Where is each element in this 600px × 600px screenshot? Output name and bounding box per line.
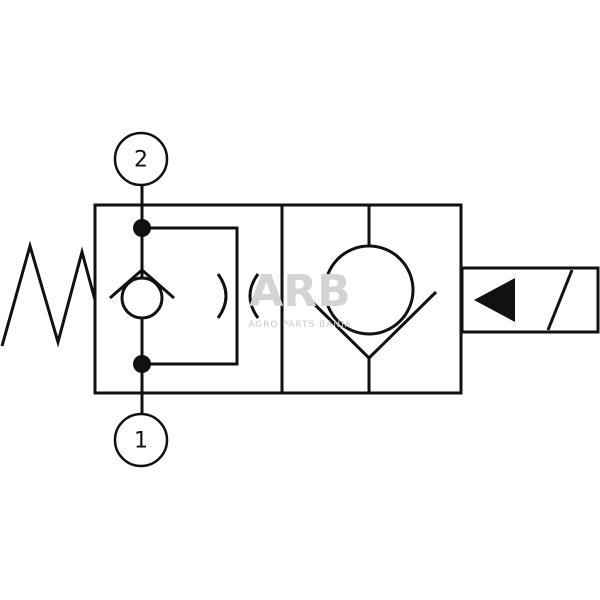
right-check-valve-ball: [323, 244, 415, 336]
junction-dot-upper: [133, 219, 151, 237]
spring-actuator: [0, 240, 97, 348]
bypass-path: [142, 226, 239, 366]
solenoid-direction-triangle: [474, 278, 515, 322]
check-valve-ball: [120, 276, 164, 320]
restrictor-arc-right: [248, 273, 260, 319]
watermark-tagline: AGRO PARTS BANJA: [248, 320, 352, 330]
restrictor-arc-left: [216, 273, 228, 319]
solenoid-slash: [546, 269, 574, 331]
port-2-bubble: [113, 131, 169, 187]
solenoid-actuator: [460, 266, 600, 334]
port-1-label: 1: [134, 429, 148, 454]
watermark-brand: ARB: [249, 266, 350, 317]
junction-dot-lower: [133, 355, 151, 373]
check-valve-seat: [109, 268, 175, 300]
port-2-label: 2: [134, 148, 148, 173]
port-1-bubble: [113, 412, 169, 468]
